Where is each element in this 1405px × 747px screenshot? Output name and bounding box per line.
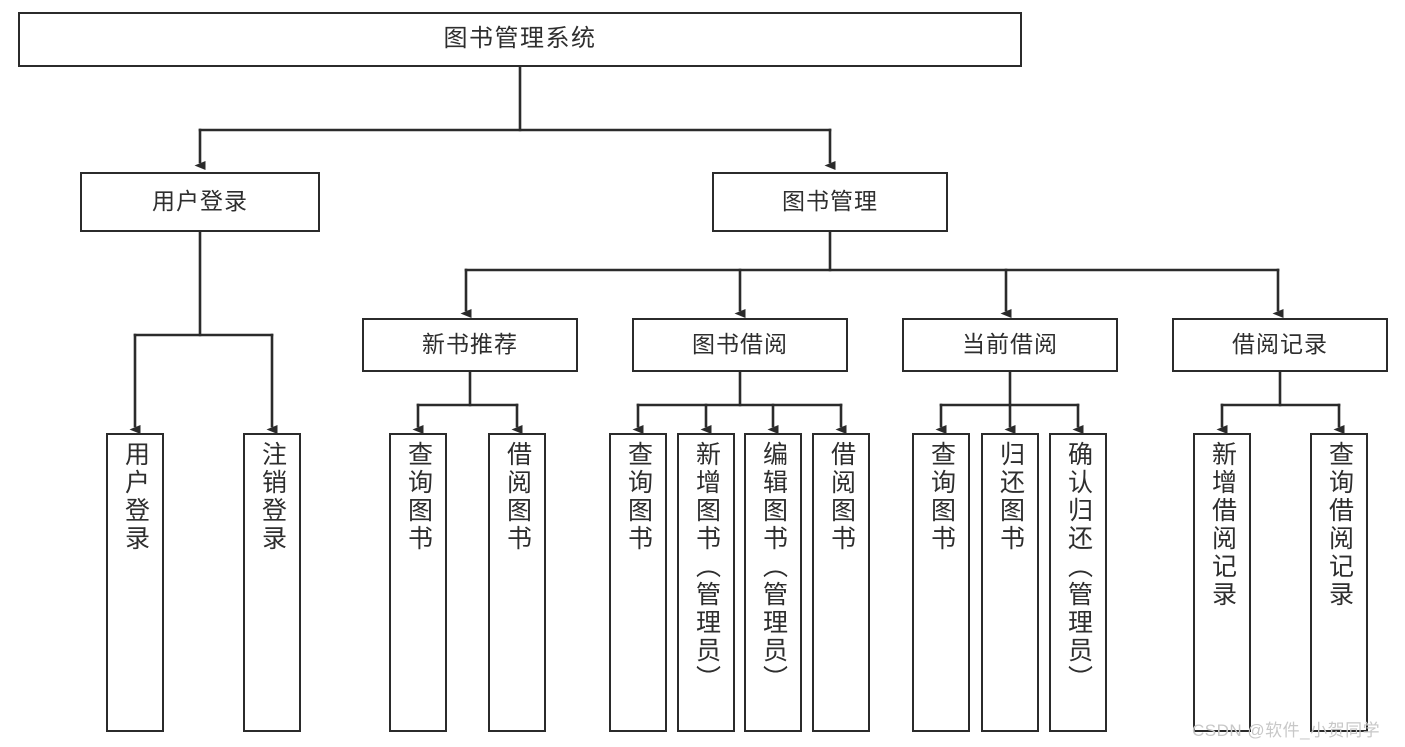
- node-label: 用户登录: [152, 188, 248, 215]
- node-label: 用户登录: [121, 441, 150, 553]
- node-book-management[interactable]: 图书管理: [712, 172, 948, 232]
- node-new-book-recommend[interactable]: 新书推荐: [362, 318, 578, 372]
- node-leaf-query-book-1[interactable]: 查询图书: [389, 433, 447, 732]
- node-leaf-query-book-2[interactable]: 查询图书: [609, 433, 667, 732]
- node-leaf-user-login[interactable]: 用户登录: [106, 433, 164, 732]
- node-book-borrow[interactable]: 图书借阅: [632, 318, 848, 372]
- node-leaf-return-book[interactable]: 归还图书: [981, 433, 1039, 732]
- node-label: 归还图书: [996, 441, 1025, 553]
- node-label: 查询借阅记录: [1325, 441, 1354, 609]
- node-label: 借阅图书: [503, 441, 532, 553]
- watermark: CSDN @软件_小贺同学: [1192, 721, 1381, 740]
- node-label: 图书管理: [782, 188, 878, 215]
- node-label: 注销登录: [258, 441, 287, 553]
- node-label: 借阅图书: [827, 441, 856, 553]
- node-label: 确认归还（管理员）: [1064, 441, 1093, 693]
- node-label: 查询图书: [624, 441, 653, 553]
- node-leaf-add-record[interactable]: 新增借阅记录: [1193, 433, 1251, 732]
- node-leaf-edit-book[interactable]: 编辑图书（管理员）: [744, 433, 802, 732]
- node-leaf-logout[interactable]: 注销登录: [243, 433, 301, 732]
- node-leaf-borrow-book-1[interactable]: 借阅图书: [488, 433, 546, 732]
- node-label: 新书推荐: [422, 331, 518, 358]
- node-leaf-confirm-return[interactable]: 确认归还（管理员）: [1049, 433, 1107, 732]
- node-label: 当前借阅: [962, 331, 1058, 358]
- node-label: 编辑图书（管理员）: [759, 441, 788, 693]
- node-label: 图书借阅: [692, 331, 788, 358]
- node-label: 查询图书: [927, 441, 956, 553]
- node-leaf-borrow-book-2[interactable]: 借阅图书: [812, 433, 870, 732]
- node-borrow-record[interactable]: 借阅记录: [1172, 318, 1388, 372]
- node-label: 新增借阅记录: [1208, 441, 1237, 609]
- node-root-system[interactable]: 图书管理系统: [18, 12, 1022, 67]
- node-label: 图书管理系统: [443, 25, 597, 53]
- node-leaf-query-book-3[interactable]: 查询图书: [912, 433, 970, 732]
- node-leaf-add-book[interactable]: 新增图书（管理员）: [677, 433, 735, 732]
- node-label: 查询图书: [404, 441, 433, 553]
- node-current-borrow[interactable]: 当前借阅: [902, 318, 1118, 372]
- node-leaf-query-record[interactable]: 查询借阅记录: [1310, 433, 1368, 732]
- node-label: 借阅记录: [1232, 331, 1328, 358]
- node-label: 新增图书（管理员）: [692, 441, 721, 693]
- node-user-login[interactable]: 用户登录: [80, 172, 320, 232]
